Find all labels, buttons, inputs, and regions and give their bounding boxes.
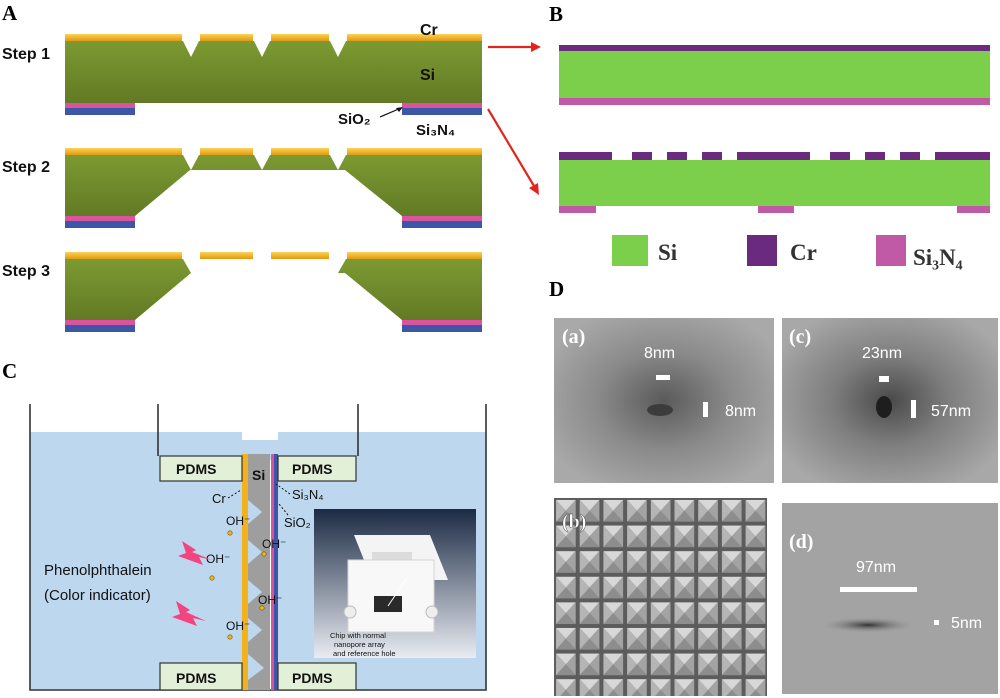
- lightning-bolt-icon-2: [172, 601, 206, 626]
- photo-caption-1: Chip with normal: [330, 631, 386, 640]
- b-bottom-cr-segments: [559, 152, 990, 160]
- step2-cr-layer: [65, 148, 482, 155]
- si-label: Si: [420, 67, 435, 84]
- si3n4-pointer-c: [275, 483, 291, 495]
- step1-sio2-left: [65, 108, 135, 115]
- sem-c-width: 23nm: [862, 345, 902, 362]
- pdms-label-top-right: PDMS: [292, 461, 332, 477]
- pdms-label-top-left: PDMS: [176, 461, 216, 477]
- sem-a-tag: (a): [562, 326, 585, 348]
- ion-dots: [209, 530, 267, 640]
- step2-sio2-right: [402, 221, 482, 228]
- legend-cr-label: Cr: [790, 240, 817, 265]
- si3n4-label-c: Si₃N₄: [292, 487, 324, 502]
- legend-cr-swatch: [747, 235, 777, 266]
- photo-caption-2: nanopore array: [334, 640, 385, 649]
- si3n4-label: Si₃N₄: [416, 122, 455, 139]
- chip-photo: Chip with normal nanopore array and refe…: [314, 509, 476, 658]
- si-chip: [248, 454, 270, 690]
- panel-c: C Si PDMS PDMS: [2, 359, 487, 691]
- sem-a-height: 8nm: [725, 403, 756, 420]
- sem-image-b: (b): [554, 498, 767, 696]
- step-1-label: Step 1: [2, 46, 50, 63]
- legend-si-label: Si: [658, 240, 678, 265]
- panel-c-label: C: [2, 359, 17, 383]
- step-3-diagram: Step 3: [2, 252, 482, 332]
- step3-cr-layer: [65, 252, 482, 259]
- sio2-layer-c: [274, 454, 278, 690]
- b-top-si3n4-layer: [559, 98, 990, 105]
- sem-d-width: 97nm: [856, 559, 896, 576]
- panel-d-label: D: [549, 277, 564, 301]
- b-top-si-layer: [559, 51, 990, 98]
- photo-caption-3: and reference hole: [333, 649, 396, 658]
- step-2-label: Step 2: [2, 159, 50, 176]
- step3-si3n4-left: [65, 320, 135, 325]
- step1-si3n4-right: [402, 103, 482, 108]
- step1-si-substrate: [65, 41, 482, 103]
- sio2-label-c: SiO₂: [284, 515, 311, 530]
- cr-label: Cr: [420, 22, 438, 39]
- panel-b: B Si Cr Si₃N₄: [549, 2, 990, 270]
- cr-layer-c: [242, 454, 248, 690]
- cr-label-c: Cr: [212, 491, 226, 506]
- sem-b-tag: (b): [562, 511, 586, 533]
- step1-sio2-right: [402, 108, 482, 115]
- b-bottom-si-layer: [559, 160, 990, 206]
- oh-ion-3: OH⁻: [206, 552, 230, 566]
- sem-d-tag: (d): [789, 531, 813, 553]
- legend-si3n4-label: Si₃N₄: [913, 245, 963, 270]
- pit-cutouts: [248, 500, 264, 680]
- step1-cr-layer: [65, 34, 482, 41]
- oh-ion-5: OH⁻: [226, 619, 250, 633]
- panel-a-label: A: [2, 1, 18, 25]
- sem-c-height: 57nm: [931, 403, 971, 420]
- oh-ion-4: OH⁻: [258, 593, 282, 607]
- step2-si3n4-left: [65, 216, 135, 221]
- sem-c-tag: (c): [789, 326, 811, 348]
- step-1-diagram: Step 1 Cr Si SiO₂ Si₃N₄: [2, 22, 482, 139]
- lightning-bolt-icon: [178, 541, 212, 565]
- step3-sio2-left: [65, 325, 135, 332]
- red-arrows: [487, 42, 541, 195]
- sio2-label: SiO₂: [338, 111, 371, 128]
- panel-b-label: B: [549, 2, 563, 26]
- oh-ion-1: OH⁻: [226, 514, 250, 528]
- step1-si3n4-left: [65, 103, 135, 108]
- b-bottom-si3n4-segments: [559, 206, 990, 213]
- indicator-label-line2: (Color indicator): [44, 587, 151, 604]
- pdms-label-bottom-right: PDMS: [292, 670, 332, 686]
- legend-si-swatch: [612, 235, 648, 266]
- step-2-diagram: Step 2: [2, 148, 482, 228]
- si-chip-label: Si: [252, 467, 265, 483]
- solution-between-pdms: [158, 440, 358, 460]
- pdms-blocks: [159, 455, 357, 691]
- sem-image-d: (d) 97nm 5nm: [782, 503, 998, 694]
- si3n4-layer-c: [271, 454, 274, 690]
- sio2-pointer-arrowhead: [396, 107, 403, 112]
- sem-d-height: 5nm: [951, 615, 982, 632]
- b-top-cr-layer: [559, 45, 990, 51]
- oh-ion-2: OH⁻: [262, 537, 286, 551]
- step-3-label: Step 3: [2, 263, 50, 280]
- step2-si3n4-right: [402, 216, 482, 221]
- step3-si3n4-right: [402, 320, 482, 325]
- step2-si-substrate: [65, 155, 482, 216]
- pdms-label-bottom-left: PDMS: [176, 670, 216, 686]
- cr-pointer-c: [227, 489, 242, 499]
- indicator-label-line1: Phenolphthalein: [44, 562, 152, 579]
- step3-sio2-right: [402, 325, 482, 332]
- sem-image-c: (c) 23nm 57nm: [782, 318, 998, 483]
- hydroxide-ions: OH⁻ OH⁻ OH⁻ OH⁻ OH⁻: [206, 514, 286, 633]
- sem-image-a: (a) 8nm 8nm: [554, 318, 774, 483]
- legend-si3n4-swatch: [876, 235, 906, 266]
- sem-a-width: 8nm: [644, 345, 675, 362]
- b-legend: Si Cr Si₃N₄: [612, 235, 963, 270]
- step3-si-substrate: [65, 259, 482, 320]
- panel-d: D (a) 8nm 8nm (c) 23nm 57nm (b): [549, 277, 998, 696]
- panel-a: A Step 1 Cr Si SiO₂ Si₃N₄: [2, 1, 482, 332]
- step2-sio2-left: [65, 221, 135, 228]
